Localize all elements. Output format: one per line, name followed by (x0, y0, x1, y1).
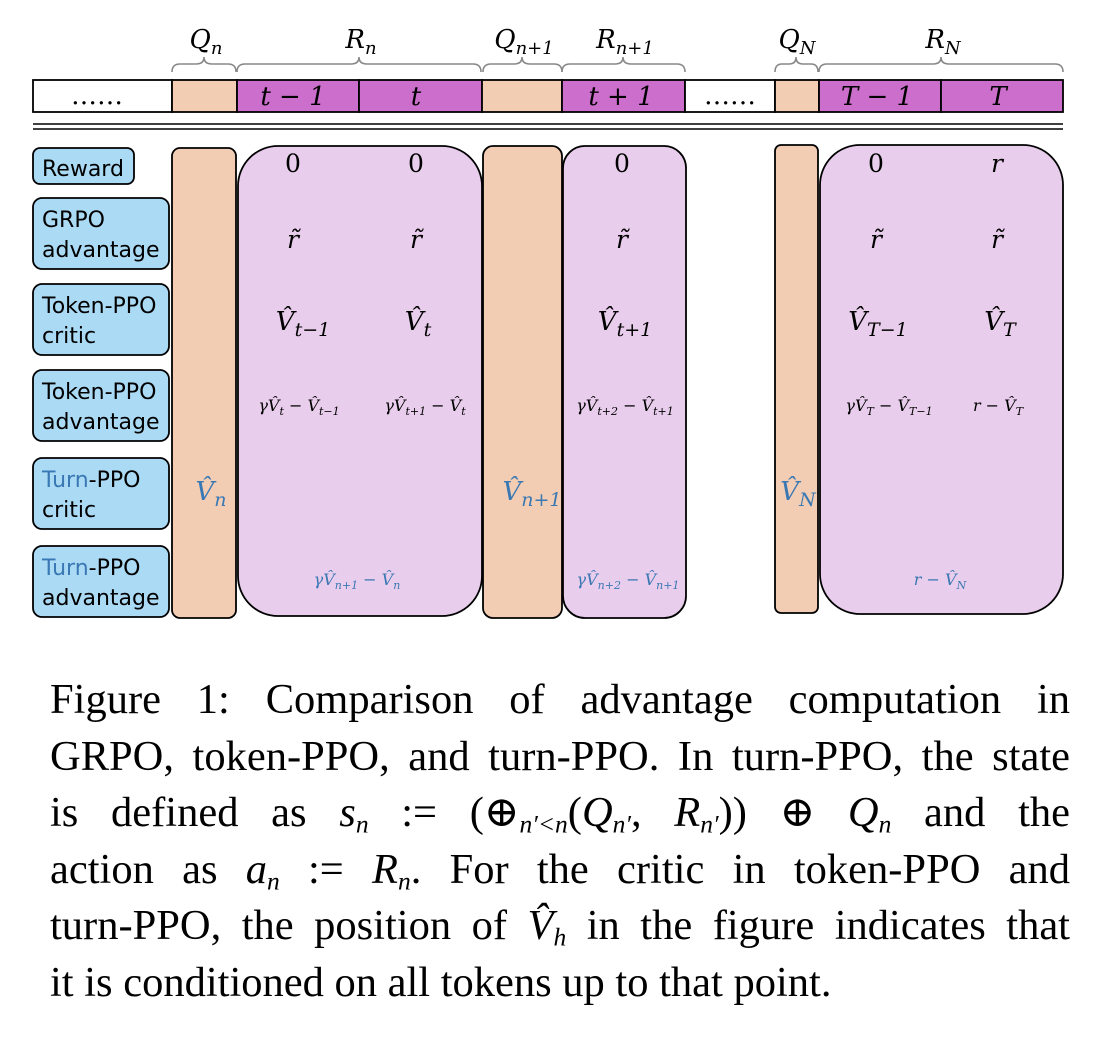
label-token-adv-line1: Token-PPO (41, 380, 156, 405)
strip-t-minus-1 (236, 79, 360, 113)
strip-dots-1 (32, 79, 173, 113)
header-braces (171, 56, 1064, 73)
brace-label-qn1: Qn+1 (494, 25, 553, 59)
reward-T-minus-1: 0 (868, 149, 884, 178)
brace-label-qN: QN (778, 25, 816, 59)
label-turn-adv-line2: advantage (42, 586, 160, 611)
token-critic-row: V̂t−1 V̂t V̂t+1 V̂T−1 V̂T (276, 306, 1017, 341)
label-box-reward (32, 147, 135, 185)
token-strip-labels: …… t − 1 t t + 1 …… T − 1 T (71, 81, 1008, 112)
caption-line-6: it is conditioned on all tokens up to th… (50, 958, 832, 1006)
token-adv-T-minus-1: γV̂T − V̂T−1 (845, 396, 932, 418)
token-critic-t-minus-1: V̂t−1 (276, 306, 330, 341)
reward-t: 0 (408, 149, 424, 178)
grpo-t: r̃ (410, 225, 425, 254)
token-adv-t-plus-1: γV̂t+2 − V̂t+1 (576, 396, 674, 418)
brace-label-rN: RN (924, 25, 962, 59)
token-adv-t-minus-1: γV̂t − V̂t−1 (258, 396, 339, 418)
label-turn-critic-line2: critic (42, 498, 96, 523)
turn-adv-row: γV̂n+1 − V̂n γV̂n+2 − V̂n+1 r − V̂N (314, 570, 967, 592)
brace-qN (774, 56, 819, 73)
brace-label-rn1: Rn+1 (595, 25, 654, 59)
turn-critic-row: V̂n V̂n+1 V̂N (195, 476, 817, 511)
brace-qn (171, 56, 237, 73)
turn-adv-n: γV̂n+1 − V̂n (314, 570, 401, 592)
figure-caption: Figure 1: Comparison of advantage comput… (50, 672, 1070, 1011)
query-column-N (774, 144, 819, 614)
turn-critic-n1: V̂n+1 (502, 476, 561, 511)
caption-line-2: GRPO, token-PPO, and turn-PPO. In turn-P… (50, 732, 1070, 780)
caption-line-3: is defined as sn := (⊕n′<n(Qn′, Rn′)) ⊕ … (50, 789, 1070, 839)
caption-line-1: Figure 1: Comparison of advantage comput… (50, 676, 1070, 723)
reward-t-plus-1: 0 (614, 149, 630, 178)
advantage-diagram: .hand { font-family:"DejaVu Sans", sans-… (32, 25, 1064, 619)
turn-adv-N: r − V̂N (914, 570, 967, 592)
grpo-t-minus-1: r̃ (287, 225, 302, 254)
strip-t-plus-1 (561, 79, 686, 113)
label-grpo-line1: GRPO (42, 208, 105, 233)
strip-query-1 (171, 79, 238, 113)
strip-query-3 (774, 79, 820, 113)
grpo-t-plus-1: r̃ (616, 225, 631, 254)
label-box-token-ppo-critic (32, 283, 170, 356)
brace-label-rn: Rn (344, 25, 376, 59)
grpo-T-minus-1: r̃ (870, 225, 885, 254)
strip-label-t-minus-1: t − 1 (260, 82, 325, 112)
strip-label-T-minus-1: T − 1 (841, 82, 913, 112)
token-strip (32, 79, 1064, 113)
label-box-token-ppo-advantage (32, 369, 170, 442)
strip-query-2 (481, 79, 563, 113)
token-adv-row: γV̂t − V̂t−1 γV̂t+1 − V̂t γV̂t+2 − V̂t+1… (258, 396, 1024, 418)
token-critic-t: V̂t (405, 306, 432, 341)
caption-line-4: action as an := Rn. For the critic in to… (50, 845, 1071, 895)
turn-critic-n: V̂n (195, 476, 226, 511)
strip-label-t-plus-1: t + 1 (588, 82, 653, 112)
label-turn-adv-line1: Turn-PPO (41, 556, 140, 581)
strip-T (940, 79, 1064, 113)
query-column-n1 (482, 145, 563, 619)
token-adv-T: r − V̂T (973, 396, 1025, 418)
label-grpo-line2: advantage (42, 238, 160, 263)
strip-label-dots-1: …… (71, 81, 123, 111)
caption-line-5: turn-PPO, the position of V̂h in the fig… (50, 902, 1070, 952)
strip-dots-2 (684, 79, 776, 113)
response-block-n (237, 145, 483, 617)
strip-label-T: T (989, 82, 1008, 112)
grpo-row: r̃ r̃ r̃ r̃ r̃ (287, 225, 1006, 254)
query-column-n (171, 147, 237, 619)
brace-rN (818, 56, 1064, 73)
strip-label-dots-2: …… (704, 81, 756, 111)
brace-rn1 (561, 56, 686, 73)
label-box-grpo-advantage (32, 197, 170, 270)
grpo-T: r̃ (991, 225, 1006, 254)
label-box-turn-ppo-critic (32, 457, 170, 530)
brace-qn1 (482, 56, 563, 73)
token-critic-T-minus-1: V̂T−1 (848, 306, 907, 341)
label-turn-critic-line1: Turn-PPO (41, 468, 140, 493)
strip-label-t: t (411, 82, 422, 112)
reward-row: 0 0 0 0 r (285, 149, 1005, 178)
row-labels (32, 147, 170, 618)
turn-critic-N: V̂N (780, 476, 817, 511)
token-critic-t-plus-1: V̂t+1 (598, 306, 652, 341)
row-label-text: Reward GRPO advantage Token-PPO critic T… (41, 157, 160, 611)
response-block-N (819, 144, 1064, 615)
response-block-n1 (562, 145, 687, 619)
label-token-critic-line1: Token-PPO (41, 294, 156, 319)
label-box-turn-ppo-advantage (32, 545, 170, 618)
reward-T: r (991, 149, 1005, 178)
label-token-adv-line2: advantage (42, 410, 160, 435)
query-columns (171, 144, 819, 619)
reward-t-minus-1: 0 (285, 149, 301, 178)
label-token-critic-line2: critic (42, 324, 96, 349)
strip-T-minus-1 (818, 79, 942, 113)
token-adv-t: γV̂t+1 − V̂t (384, 396, 466, 418)
response-columns (237, 144, 1064, 619)
label-reward: Reward (42, 157, 124, 182)
token-critic-T: V̂T (984, 306, 1017, 341)
header-brace-labels: Qn Rn Qn+1 Rn+1 QN RN (190, 25, 962, 59)
brace-label-qn: Qn (190, 25, 223, 59)
brace-rn (236, 56, 482, 73)
turn-adv-n1: γV̂n+2 − V̂n+1 (577, 570, 680, 592)
